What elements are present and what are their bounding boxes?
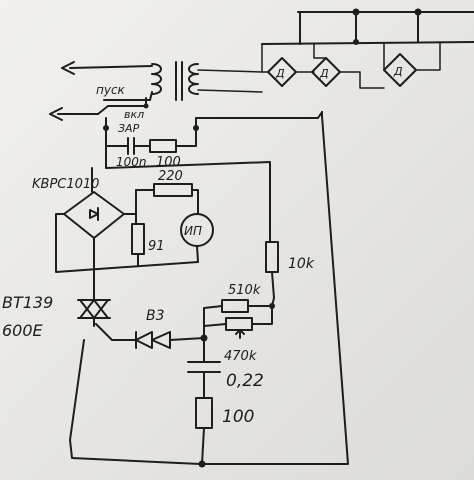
main-bridge-rectifier	[55, 161, 271, 295]
cap-top-label: 100n	[116, 155, 147, 169]
res-510k-label: 510k	[228, 283, 261, 298]
charge-label: ЗАР	[118, 122, 140, 135]
bottom-rc	[187, 361, 221, 468]
bridge-label: KBPC1010	[32, 177, 99, 192]
diac-label: В3	[146, 308, 165, 324]
power-label: вкл	[124, 108, 144, 121]
triac-voltage-label: 600E	[2, 321, 44, 340]
top-rectifier-3-mark: Д	[393, 65, 403, 78]
res-220-label: 220	[158, 169, 183, 184]
cap-bottom-label: 0,22	[226, 371, 264, 391]
res-10k-label: 10k	[288, 256, 315, 272]
res-top-label: 100	[156, 155, 181, 170]
right-rail	[199, 111, 349, 465]
diac	[135, 331, 208, 349]
top-rectifier-1-mark: Д	[275, 67, 285, 80]
top-rectifier-3: Д	[359, 41, 441, 89]
top-rectifier-2-mark: Д	[319, 67, 329, 80]
timing-network	[203, 297, 275, 363]
transformer	[151, 61, 263, 101]
start-label: пуск	[96, 83, 126, 97]
triac-label: BT139	[2, 293, 53, 312]
res-91-label: 91	[148, 239, 165, 254]
snubber-network	[103, 111, 323, 169]
triac-bt139	[69, 293, 201, 465]
mains-input	[49, 61, 153, 121]
top-bus-wires	[261, 8, 474, 45]
pot-470k-label: 470k	[224, 349, 257, 364]
top-rectifier-2: Д	[311, 43, 361, 87]
res-bottom-label: 100	[222, 407, 254, 427]
meter-circuit	[131, 183, 214, 267]
meter-label: ИП	[184, 224, 202, 238]
